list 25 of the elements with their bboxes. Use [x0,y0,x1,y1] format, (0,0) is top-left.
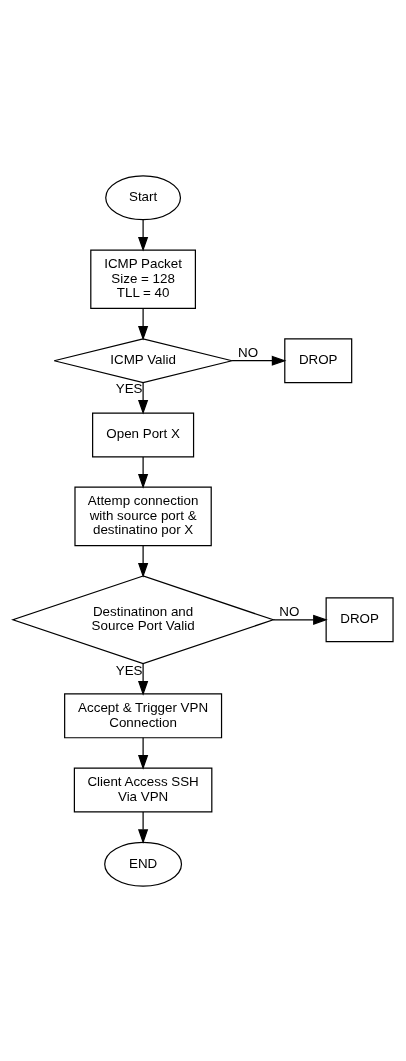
node-box: DROP [284,337,353,383]
edge-label: NO [279,603,300,619]
arrow [137,736,149,770]
arrow [137,810,149,844]
arrow [231,355,287,366]
arrow [272,614,328,625]
node-diamond: Destinatinon and Source Port Valid [11,574,276,664]
node-ellipse: END [104,841,183,887]
edge-label: YES [115,662,143,678]
arrow [137,662,149,696]
arrow [137,218,149,251]
arrow [138,307,149,341]
node-box: DROP [325,596,394,642]
node-box: Attemp connection with source port & destinatino por X [74,486,212,546]
arrow [138,544,149,578]
node-box: Accept & Trigger VPN Connection [64,692,223,738]
node-diamond: ICMP Valid [53,337,233,383]
arrow [138,455,149,489]
edge-label: YES [115,380,143,396]
node-box: Open Port X [92,411,195,457]
node-box: Client Access SSH Via VPN [73,767,213,813]
node-box: ICMP Packet Size = 128 TLL = 40 [90,248,196,309]
arrow [137,381,149,415]
node-ellipse: Start [105,174,182,220]
edge-label: NO [238,344,259,360]
